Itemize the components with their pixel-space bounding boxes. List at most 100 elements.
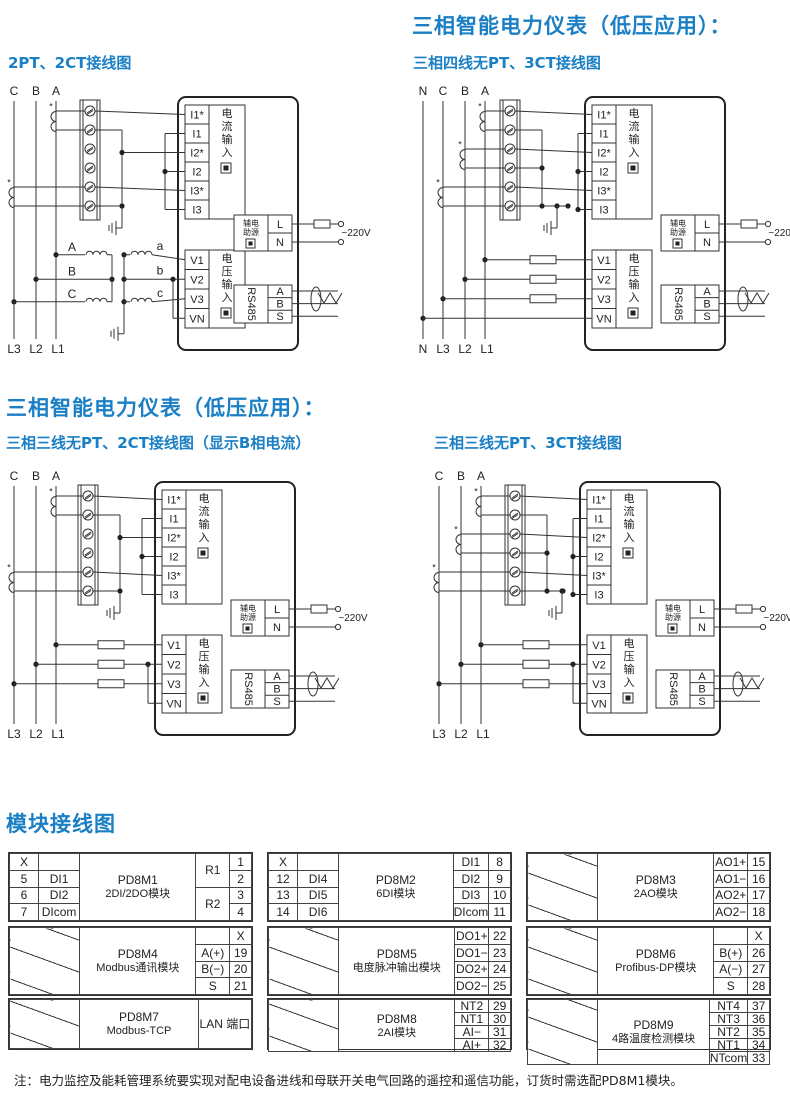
fuse-icon	[522, 640, 550, 650]
phase-label-b: B	[32, 84, 40, 98]
pin-label: DIcom	[452, 903, 490, 921]
polarity-mark: *	[432, 563, 436, 573]
fuse-icon	[97, 679, 125, 689]
terminal-label-n: N	[273, 622, 281, 634]
pin-number: 28	[747, 977, 770, 995]
diagram-title-4w-3ct: 三相四线无PT、3CT接线图	[413, 54, 601, 72]
wire-i2-star	[519, 533, 588, 538]
pin-label: B(+)	[713, 943, 749, 962]
pin-label: NTcom	[708, 1051, 749, 1065]
pin-number: 2	[229, 869, 252, 888]
screw-slot	[511, 550, 519, 556]
polarity-mark: *	[436, 178, 440, 188]
screw-slot	[506, 186, 514, 191]
polarity-mark: *	[49, 102, 53, 112]
current-transformer-icon	[475, 496, 482, 517]
screw-slot	[84, 569, 92, 575]
line-label-l3: L3	[432, 727, 446, 741]
fuse-icon	[529, 294, 557, 304]
pin-label: AI−	[454, 1025, 490, 1039]
module-description: 2DI/2DO模块	[105, 888, 171, 900]
module-description: Profibus-DP模块	[615, 962, 697, 974]
hatched-area	[267, 927, 340, 995]
wire-i3-star	[514, 186, 593, 191]
screw-slot	[84, 495, 92, 500]
pin-number: 20	[229, 960, 252, 979]
pin-label: S	[713, 977, 749, 995]
screw-slot	[84, 552, 92, 557]
current-transformer-icon	[437, 187, 444, 208]
rs485-terminal-s: S	[276, 311, 283, 323]
rs485-terminal-a: A	[273, 671, 281, 683]
aux-power-label: 辅电	[240, 603, 256, 613]
phase-label-b: B	[32, 469, 40, 483]
terminal-label-i2: I2	[599, 167, 608, 179]
junction-dot	[119, 149, 125, 156]
pin-number: 35	[747, 1025, 770, 1039]
pin-label: DIcom	[38, 903, 81, 921]
pin-label: NT4	[708, 999, 749, 1013]
pin-number: 17	[747, 886, 770, 905]
screw-slot	[84, 514, 92, 519]
pt-primary-label-b: B	[68, 264, 76, 278]
pin-number: 1	[229, 853, 252, 871]
screw-slot	[84, 571, 92, 576]
module-description: 电度脉冲输出模块	[352, 962, 441, 974]
screw-slot	[84, 550, 92, 556]
pin-label: A(+)	[195, 943, 231, 962]
junction-dot	[560, 588, 566, 594]
supply-terminal-icon	[337, 238, 345, 246]
junction-dot	[544, 550, 550, 556]
screw-slot	[86, 203, 94, 209]
supply-terminal-icon	[759, 623, 767, 631]
terminal-label-vn: VN	[166, 698, 181, 710]
screw-slot	[511, 495, 519, 500]
pt-coil-icon	[85, 250, 108, 255]
junction-dot	[539, 165, 545, 171]
line-label-l1: L1	[51, 727, 65, 741]
fuse-icon	[522, 659, 550, 669]
screw-slot	[506, 146, 514, 152]
module-name: PD8M2	[375, 873, 416, 887]
module-description: Modbus-TCP	[106, 1025, 172, 1037]
pin-number: 30	[488, 1012, 511, 1026]
terminal-label-l: L	[704, 219, 710, 231]
pin-number: 14	[267, 903, 299, 921]
module-name: PD8M5	[376, 947, 417, 961]
pin-label: B(−)	[195, 960, 231, 979]
pin-number: 15	[747, 853, 770, 871]
module-description: 2AO模块	[633, 888, 678, 900]
indicator-dot	[200, 550, 206, 556]
line-label-n: N	[419, 342, 428, 356]
hatched-area	[526, 999, 599, 1065]
pin-number: 21	[229, 977, 252, 995]
supply-terminal-icon	[334, 605, 342, 613]
terminal-label-v2: V2	[592, 659, 605, 671]
current-input-caption-char: 输	[629, 132, 640, 146]
screw-slot	[511, 512, 519, 518]
screw-slot	[506, 110, 514, 115]
terminal-label-i1-star: I1*	[597, 110, 611, 122]
indicator-dot	[245, 626, 250, 631]
screw-slot	[511, 588, 519, 594]
pin-number: 8	[488, 853, 511, 871]
current-transformer-icon	[50, 496, 57, 517]
pin-number: 25	[488, 977, 511, 995]
screw-slot	[506, 148, 514, 153]
pin-number: 27	[747, 960, 770, 979]
phase-label-a: A	[52, 469, 60, 483]
pin-number: 29	[488, 999, 511, 1013]
terminal-label-v1: V1	[190, 255, 203, 267]
pt-secondary-label-a: a	[157, 239, 164, 253]
pin-label: DO2+	[454, 960, 490, 979]
line-label-l1: L1	[476, 727, 490, 741]
fuse-icon	[313, 219, 331, 229]
